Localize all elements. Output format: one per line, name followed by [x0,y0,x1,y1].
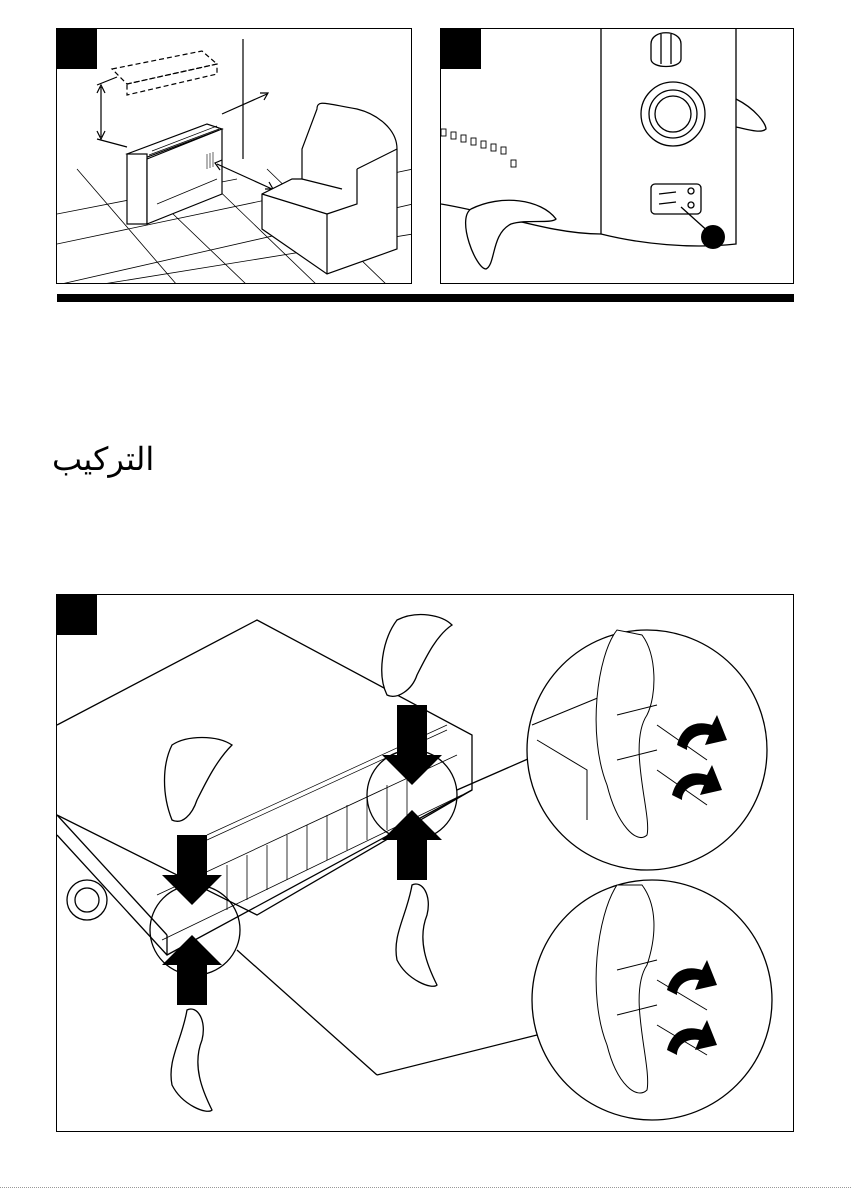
figure-feet-mounting-panel [56,594,794,1132]
reset-button-marker [701,225,725,249]
placement-illustration [57,29,412,284]
page-edge-rule [0,1187,851,1188]
control-panel-illustration [441,29,794,284]
feet-mounting-illustration [57,595,794,1132]
section-divider [57,294,794,302]
figure-placement-panel [56,28,412,284]
section-heading: التركيب [52,440,154,478]
figure-control-panel [440,28,794,284]
